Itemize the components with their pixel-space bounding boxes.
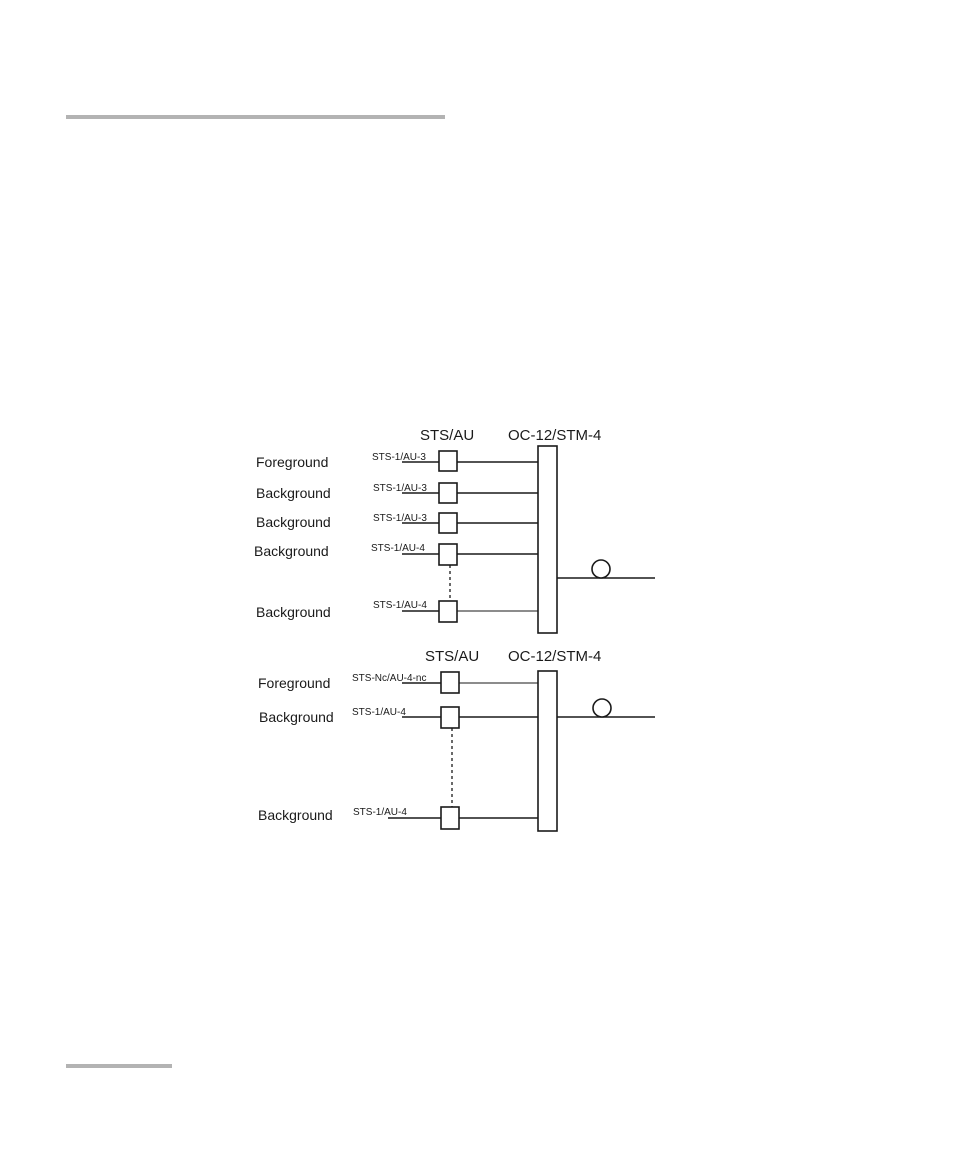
bottom-source-label-3: Background [258,807,333,823]
bottom-header-oc12: OC-12/STM-4 [508,648,601,665]
top-sts-box-1 [439,451,457,471]
top-source-label-1: Foreground [256,454,328,470]
top-channel-label-3: STS-1/AU-3 [373,513,427,524]
bottom-sts-box-2 [441,707,459,728]
top-source-label-5: Background [256,604,331,620]
top-fiber-loop-icon [592,560,610,578]
top-source-label-3: Background [256,514,331,530]
bottom-oc12-mux-bar [538,671,557,831]
top-sts-box-5 [439,601,457,622]
bottom-header-sts-au: STS/AU [425,648,479,665]
bottom-channel-label-2: STS-1/AU-4 [352,707,406,718]
top-sts-box-2 [439,483,457,503]
top-header-oc12: OC-12/STM-4 [508,427,601,444]
top-sts-box-3 [439,513,457,533]
top-sts-box-4 [439,544,457,565]
bottom-channel-label-1: STS-Nc/AU-4-nc [352,673,426,684]
top-channel-label-5: STS-1/AU-4 [373,600,427,611]
top-oc12-mux-bar [538,446,557,633]
bottom-sts-box-1 [441,672,459,693]
bottom-source-label-2: Background [259,709,334,725]
bottom-source-label-1: Foreground [258,675,330,691]
top-channel-label-4: STS-1/AU-4 [371,543,425,554]
top-source-label-2: Background [256,485,331,501]
bottom-fiber-loop-icon [593,699,611,717]
top-channel-label-1: STS-1/AU-3 [372,452,426,463]
bottom-channel-label-3: STS-1/AU-4 [353,807,407,818]
top-header-sts-au: STS/AU [420,427,474,444]
top-channel-label-2: STS-1/AU-3 [373,483,427,494]
top-source-label-4: Background [254,543,329,559]
bottom-sts-box-3 [441,807,459,829]
